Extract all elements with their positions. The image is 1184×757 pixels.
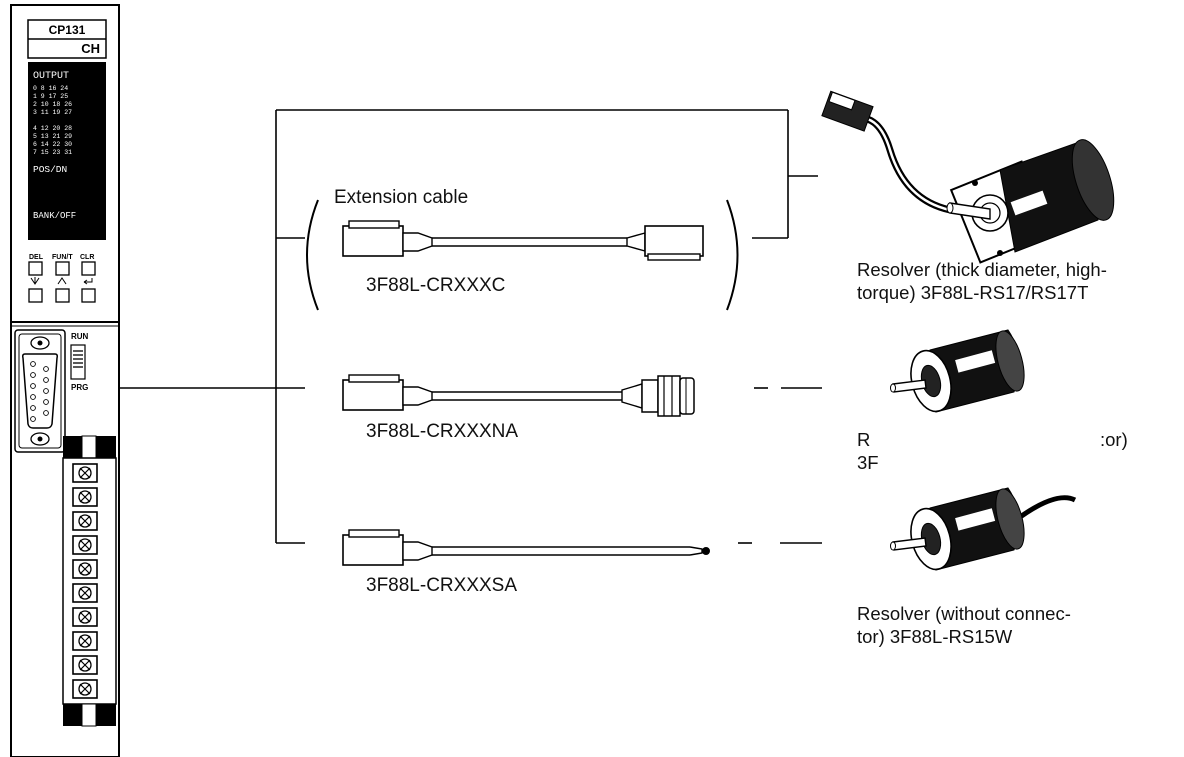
resolver-rs17-image xyxy=(821,90,1115,264)
screw-slot-icon xyxy=(79,467,91,479)
screw-icon xyxy=(30,336,50,350)
output-label: OUTPUT xyxy=(33,71,69,82)
resolver-rs15-caption-tail: :or) xyxy=(1100,429,1128,450)
key-label-fun: FUN/T xyxy=(52,254,73,261)
caption-line: Resolver (without connec- xyxy=(857,603,1071,624)
screw-slot-icon xyxy=(79,515,91,527)
resolver-rs15w-image xyxy=(890,487,1077,571)
screw-icon xyxy=(30,432,50,446)
prg-label: PRG xyxy=(71,383,88,392)
caption-line: torque) 3F88L-RS17/RS17T xyxy=(857,282,1089,303)
led-row: 3 11 19 27 xyxy=(33,109,72,116)
led-row: 5 13 21 29 xyxy=(33,133,72,140)
cable-label-sa: 3F88L-CRXXXSA xyxy=(366,575,518,596)
resolver-cable-sa xyxy=(342,529,710,566)
cable-label-na: 3F88L-CRXXXNA xyxy=(366,421,519,442)
dsub-port xyxy=(22,353,58,429)
down-arrow-icon xyxy=(30,277,40,285)
resolver-rs17-caption: Resolver (thick diameter, high- torque) … xyxy=(857,258,1107,304)
screw-slot-icon xyxy=(79,683,91,695)
wiring xyxy=(119,109,822,544)
dsub-pins xyxy=(30,361,49,422)
resolver-rs15-image xyxy=(890,329,1025,413)
resolver-cable-na xyxy=(342,374,695,417)
fun-key xyxy=(55,261,70,276)
led-row: 1 9 17 25 xyxy=(33,93,68,100)
screw-slot-icon xyxy=(79,635,91,647)
run-label: RUN xyxy=(71,332,89,341)
enter-key xyxy=(81,288,96,303)
key-label-del: DEL xyxy=(29,254,44,261)
model-suffix: CH xyxy=(81,41,100,56)
caption-line: Resolver (thick diameter, high- xyxy=(857,259,1107,280)
screw-slot-icon xyxy=(79,659,91,671)
run-prg-switch xyxy=(70,344,86,380)
led-row: 2 10 18 26 xyxy=(33,101,72,108)
enter-arrow-icon xyxy=(83,278,93,285)
led-row: 4 12 20 28 xyxy=(33,125,72,132)
down-key xyxy=(28,288,43,303)
resolver-rs15w-caption: Resolver (without connec- tor) 3F88L-RS1… xyxy=(857,602,1071,648)
wire-end-icon xyxy=(702,547,710,555)
screw-slot-icon xyxy=(79,539,91,551)
key-label-clr: CLR xyxy=(80,254,94,261)
screw-slot-icon xyxy=(79,563,91,575)
model-name: CP131 xyxy=(49,23,86,37)
screw-slot-icon xyxy=(79,611,91,623)
led-row: 6 14 22 30 xyxy=(33,141,72,148)
pos-dn-label: POS/DN xyxy=(33,164,67,175)
bank-off-label: BANK/OFF xyxy=(33,211,76,221)
screw-slot-icon xyxy=(79,491,91,503)
caption-line: tor) 3F88L-RS15W xyxy=(857,626,1013,647)
plc-module: CP131 CH OUTPUT 0 8 16 24 1 9 17 25 2 10… xyxy=(10,4,120,757)
resolver-rs15-caption-fragment: R 3F xyxy=(857,428,879,474)
extension-cable xyxy=(342,220,704,261)
up-key xyxy=(55,288,70,303)
cable-label-c: 3F88L-CRXXXC xyxy=(366,275,506,296)
del-key xyxy=(28,261,43,276)
led-row: 7 15 23 31 xyxy=(33,149,72,156)
led-row: 0 8 16 24 xyxy=(33,85,68,92)
screw-slot-icon xyxy=(79,587,91,599)
extension-cable-title: Extension cable xyxy=(334,187,469,208)
up-arrow-icon xyxy=(57,277,67,285)
clr-key xyxy=(81,261,96,276)
led-display-panel xyxy=(28,62,106,240)
terminal-screws xyxy=(72,463,98,699)
caption-line: R xyxy=(857,429,871,450)
caption-line: 3F xyxy=(857,452,879,473)
